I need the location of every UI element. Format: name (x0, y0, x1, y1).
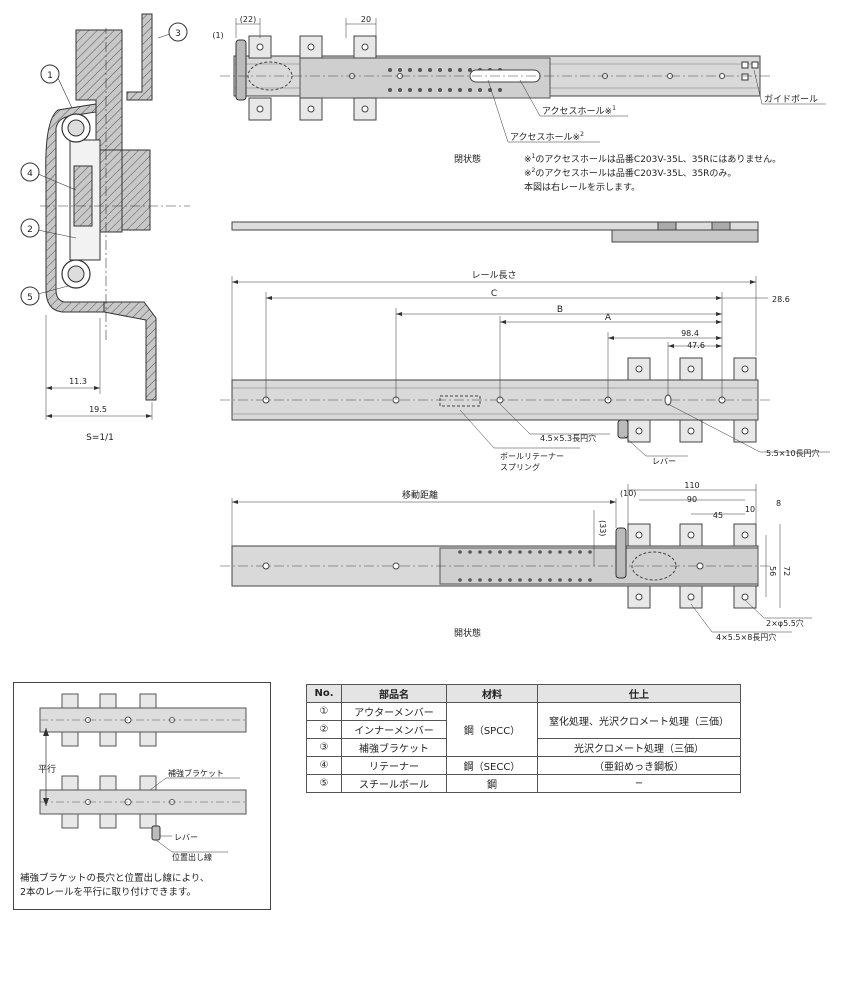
main-closed-view: レール長さ C 28.6 B A 98.4 47.6 4.5×5.3長円穴 (220, 270, 830, 472)
access-hole-2-label: アクセスホール※ (510, 132, 580, 143)
dim-33: (33) (598, 520, 607, 536)
inset-note-line-2: 2本のレールを平行に取り付けできます。 (20, 887, 197, 898)
dim-45: 45 (713, 511, 723, 520)
hole-slot-label: 4×5.5×8長円穴 (716, 632, 776, 642)
open-state-label: 開状態 (454, 627, 481, 639)
row-name: リテーナー (341, 756, 447, 775)
cross-section-view: 1 4 2 5 3 11.3 19.5 S=1/1 (20, 13, 190, 443)
row-finish: （亜鉛めっき鋼板） (537, 756, 741, 775)
inset-note-line-1: 補強ブラケットの長穴と位置出し線により、 (20, 873, 210, 884)
closed-state-label: 閉状態 (454, 153, 481, 165)
svg-text:アクセスホール※1: アクセスホール※1 (542, 105, 616, 117)
hole-round-label: 2×φ5.5穴 (766, 618, 804, 628)
svg-text:※1のアクセスホールは品番C203V-35L、35Rにはあり: ※1のアクセスホールは品番C203V-35L、35Rにはありません。 (524, 153, 781, 165)
callout-2: 2 (27, 225, 33, 235)
row-no: ④ (306, 756, 342, 775)
note-2-text: のアクセスホールは品番C203V-35L、35Rのみ。 (535, 167, 736, 179)
parts-table: No. 部品名 材料 仕上 ① アウターメンバー 鋼（SPCC） 窒化処理、光沢… (306, 684, 741, 793)
dim-47-6: 47.6 (687, 341, 705, 350)
callout-1: 1 (47, 71, 53, 81)
row-no: ② (306, 720, 342, 739)
access-hole-1-label: アクセスホール※ (542, 106, 612, 117)
row-name: 補強ブラケット (341, 738, 447, 757)
note-2-sup: 2 (532, 167, 536, 174)
callout-4: 4 (27, 169, 33, 179)
dim-20: 20 (361, 15, 371, 24)
table-row: ⑤ スチールボール 鋼 − (306, 774, 741, 793)
row-finish: 光沢クロメート処理（三価） (537, 738, 741, 757)
inset-frame (13, 682, 271, 910)
row-no: ③ (306, 738, 342, 757)
row-material: 鋼（SECC） (446, 756, 538, 775)
note-1-sup: 1 (532, 153, 536, 160)
svg-text:※2のアクセスホールは品番C203V-35L、35Rのみ。: ※2のアクセスホールは品番C203V-35L、35Rのみ。 (524, 167, 736, 179)
lever-label: レバー (652, 457, 676, 466)
hole-long-label: 5.5×10長円穴 (766, 448, 820, 458)
row-name: スチールボール (341, 774, 447, 793)
dim-110: 110 (684, 481, 699, 490)
table-row: ② インナーメンバー (306, 720, 741, 739)
closed-detail-view: (22) (1) 20 アクセスホール※1 アクセスホール※2 ガイドボール 閉… (212, 15, 826, 193)
dim-28-6: 28.6 (772, 295, 790, 304)
side-profile-view (231, 221, 759, 243)
ball-retainer-label-2: スプリング (500, 462, 540, 472)
dim-72: 72 (782, 566, 791, 576)
dim-98-4: 98.4 (681, 329, 699, 338)
ball-retainer-label-1: ボールリテーナー (500, 452, 564, 461)
access-hole-2-sup: 2 (580, 131, 584, 138)
row-name: インナーメンバー (341, 720, 447, 739)
dim-19-5: 19.5 (89, 405, 107, 414)
dim-22: (22) (240, 15, 256, 24)
row-finish: − (537, 774, 741, 793)
dim-b: B (557, 305, 563, 315)
note-1-text: のアクセスホールは品番C203V-35L、35Rにはありません。 (535, 153, 781, 165)
scale-label: S=1/1 (86, 433, 114, 443)
inset-lever-label: レバー (174, 833, 198, 842)
header-no: No. (306, 684, 342, 703)
note-2-mark: ※ (524, 169, 532, 179)
row-material: 鋼 (446, 774, 538, 793)
svg-text:アクセスホール※2: アクセスホール※2 (510, 131, 584, 143)
dim-11-3: 11.3 (69, 377, 87, 386)
row-finish: 窒化処理、光沢クロメート処理（三価） (537, 702, 741, 739)
dim-a: A (605, 313, 612, 323)
header-material: 材料 (446, 684, 538, 703)
table-row: ① アウターメンバー 鋼（SPCC） 窒化処理、光沢クロメート処理（三価） (306, 702, 741, 757)
access-hole-1-sup: 1 (612, 105, 616, 112)
note-1-mark: ※ (524, 155, 532, 165)
dim-56: 56 (768, 566, 777, 576)
row-no: ① (306, 702, 342, 721)
row-name: アウターメンバー (341, 702, 447, 721)
bracket-label: 補強ブラケット (168, 768, 224, 778)
position-line-label: 位置出し線 (172, 852, 212, 862)
callout-5: 5 (27, 293, 33, 303)
open-state-view: 移動距離 (10) 110 90 45 10 8 (33) 56 72 2×φ5… (220, 481, 812, 642)
dim-10b: 10 (745, 505, 755, 514)
header-name: 部品名 (341, 684, 447, 703)
parallel-label: 平行 (38, 763, 56, 775)
note-3: 本図は右レールを示します。 (524, 181, 640, 193)
guide-ball-label: ガイドボール (764, 94, 818, 105)
inset-note: 補強ブラケットの長穴と位置出し線により、 2本のレールを平行に取り付けできます。 (20, 872, 209, 900)
dim-c: C (491, 289, 497, 299)
row-material: 鋼（SPCC） (446, 702, 538, 757)
rail-length-label: レール長さ (471, 270, 516, 281)
hole-small-label: 4.5×5.3長円穴 (540, 433, 596, 443)
callout-3: 3 (175, 29, 181, 39)
dim-8: 8 (776, 499, 781, 508)
travel-label: 移動距離 (402, 489, 438, 501)
table-header-row: No. 部品名 材料 仕上 (306, 684, 741, 703)
bracket-tabs-open (627, 523, 757, 609)
parallel-mount-inset: 平行 補強ブラケット レバー 位置出し線 (38, 693, 247, 862)
header-finish: 仕上 (537, 684, 741, 703)
row-no: ⑤ (306, 774, 342, 793)
table-row: ④ リテーナー 鋼（SECC） （亜鉛めっき鋼板） (306, 756, 741, 775)
dim-1: (1) (212, 31, 223, 40)
dim-90: 90 (687, 495, 697, 504)
